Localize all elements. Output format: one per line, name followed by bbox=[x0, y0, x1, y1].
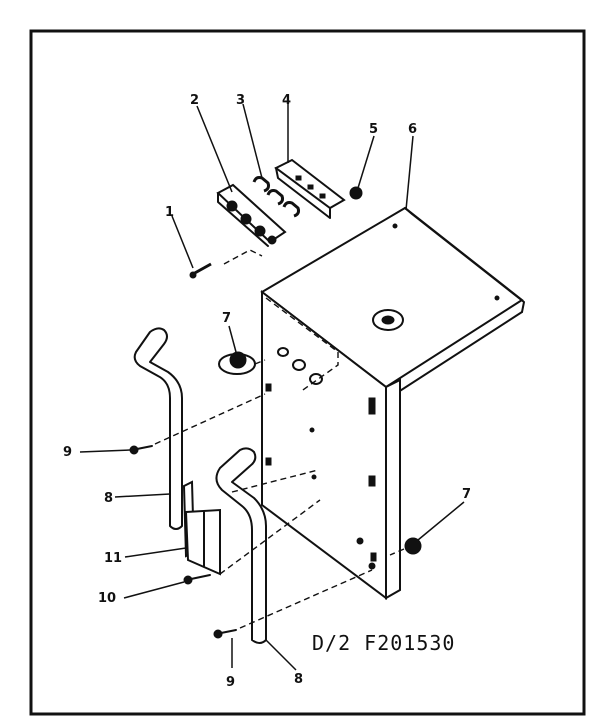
assembly-line-1 bbox=[223, 249, 263, 265]
assembly-line-7a bbox=[254, 359, 266, 365]
callout-11: 11 bbox=[104, 551, 122, 566]
part-1-screw bbox=[189, 262, 212, 279]
callout-8-right: 8 bbox=[294, 672, 303, 687]
callout-7-lower: 7 bbox=[462, 487, 471, 502]
part-5-nut bbox=[349, 186, 363, 200]
part-8-tube-left bbox=[133, 327, 183, 530]
callout-2: 2 bbox=[190, 93, 199, 108]
assembly-line-10 bbox=[219, 499, 321, 575]
part-9-screw-upper bbox=[129, 445, 153, 455]
part-8-tube-right bbox=[215, 447, 267, 644]
callout-8-left: 8 bbox=[104, 491, 113, 506]
part-6-bracket-housing bbox=[260, 206, 525, 600]
part-3-clips bbox=[252, 176, 300, 218]
leader-lines bbox=[79, 103, 465, 671]
part-9-screw-lower bbox=[213, 629, 237, 639]
callout-9-upper: 9 bbox=[63, 445, 72, 460]
callout-10: 10 bbox=[98, 591, 116, 606]
part-7-bushing-lower bbox=[404, 537, 422, 555]
callout-4: 4 bbox=[282, 93, 291, 108]
part-11-shield-bracket bbox=[182, 480, 221, 576]
part-4-terminal-strip bbox=[274, 158, 346, 219]
assembly-line-9a bbox=[154, 393, 266, 445]
part-2-control-plate bbox=[216, 183, 287, 247]
assembly-line-7b bbox=[389, 548, 405, 556]
callout-9-lower: 9 bbox=[226, 675, 235, 690]
callout-3: 3 bbox=[236, 93, 245, 108]
assembly-line-9b bbox=[239, 569, 373, 629]
part-7-bushing-upper bbox=[218, 351, 256, 375]
callout-7-upper: 7 bbox=[222, 311, 231, 326]
part-10-screw bbox=[183, 574, 211, 585]
callout-5: 5 bbox=[369, 122, 378, 137]
callout-numbers: 1 2 3 4 5 6 7 7 8 8 9 9 10 11 bbox=[63, 93, 471, 690]
diagram-border bbox=[29, 29, 586, 716]
diagram-code: D/2 F201530 bbox=[312, 631, 455, 655]
assembly-line-11 bbox=[231, 469, 319, 493]
callout-6: 6 bbox=[408, 122, 417, 137]
callout-1: 1 bbox=[165, 205, 174, 220]
